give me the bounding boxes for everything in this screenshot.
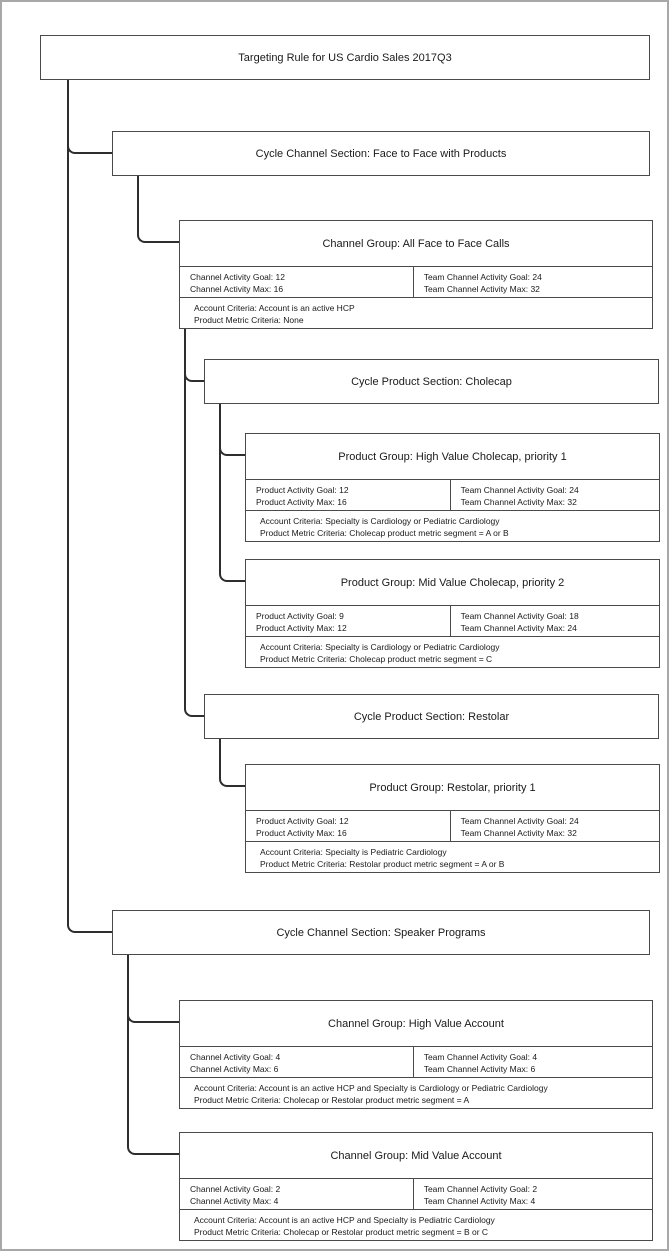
team-stats-cell: Team Channel Activity Goal: 24 Team Chan… [449, 811, 659, 841]
node-channel-group-mid-value-account: Channel Group: Mid Value Account Channel… [179, 1132, 653, 1241]
node-targeting-rule: Targeting Rule for US Cardio Sales 2017Q… [40, 35, 650, 80]
account-criteria: Account Criteria: Specialty is Cardiolog… [260, 642, 500, 652]
account-criteria: Account Criteria: Account is an active H… [194, 303, 355, 313]
team-activity-goal: Team Channel Activity Goal: 24 [423, 272, 542, 282]
group-stats-row: Channel Activity Goal: 4 Channel Activit… [180, 1046, 652, 1077]
cycle-channel-section-f2f-title: Cycle Channel Section: Face to Face with… [255, 147, 507, 160]
team-activity-max: Team Channel Activity Max: 32 [423, 284, 540, 294]
activity-max: Channel Activity Max: 4 [190, 1196, 279, 1206]
group-stats-row: Product Activity Goal: 12 Product Activi… [246, 810, 659, 841]
group-criteria-row: Account Criteria: Account is an active H… [180, 1077, 652, 1108]
group-title: Product Group: Restolar, priority 1 [369, 781, 536, 794]
node-product-group-restolar: Product Group: Restolar, priority 1 Prod… [245, 764, 660, 873]
group-title: Channel Group: High Value Account [328, 1017, 504, 1030]
account-criteria: Account Criteria: Specialty is Cardiolog… [260, 516, 500, 526]
node-channel-group-high-value-account: Channel Group: High Value Account Channe… [179, 1000, 653, 1109]
node-product-group-mid-value-cholecap: Product Group: Mid Value Cholecap, prior… [245, 559, 660, 668]
group-stats-row: Channel Activity Goal: 12 Channel Activi… [180, 266, 652, 297]
node-cycle-channel-section-speaker: Cycle Channel Section: Speaker Programs [112, 910, 650, 955]
product-metric-criteria: Product Metric Criteria: Restolar produc… [260, 859, 505, 869]
group-title: Product Group: Mid Value Cholecap, prior… [340, 576, 565, 589]
node-product-group-high-value-cholecap: Product Group: High Value Cholecap, prio… [245, 433, 660, 542]
team-stats-cell: Team Channel Activity Goal: 24 Team Chan… [412, 267, 652, 297]
group-criteria-row: Account Criteria: Specialty is Cardiolog… [246, 636, 659, 667]
activity-max: Product Activity Max: 12 [256, 623, 347, 633]
group-criteria-row: Account Criteria: Account is an active H… [180, 1209, 652, 1240]
group-stats-row: Product Activity Goal: 12 Product Activi… [246, 479, 659, 510]
team-stats-cell: Team Channel Activity Goal: 18 Team Chan… [449, 606, 659, 636]
team-stats-cell: Team Channel Activity Goal: 2 Team Chann… [412, 1179, 652, 1209]
activity-max: Channel Activity Max: 6 [190, 1064, 279, 1074]
product-metric-criteria: Product Metric Criteria: Cholecap or Res… [194, 1095, 470, 1105]
group-stats-row: Product Activity Goal: 9 Product Activit… [246, 605, 659, 636]
cycle-product-section-restolar-title: Cycle Product Section: Restolar [353, 710, 510, 723]
connector-root-to-speaker-section [67, 80, 112, 933]
account-criteria: Account Criteria: Account is an active H… [194, 1215, 495, 1225]
node-channel-group-all-f2f: Channel Group: All Face to Face Calls Ch… [179, 220, 653, 329]
product-metric-criteria: Product Metric Criteria: None [194, 315, 304, 325]
targeting-rule-title: Targeting Rule for US Cardio Sales 2017Q… [238, 51, 452, 64]
activity-goal: Channel Activity Goal: 4 [190, 1052, 281, 1062]
node-cycle-channel-section-f2f: Cycle Channel Section: Face to Face with… [112, 131, 650, 176]
team-activity-goal: Team Channel Activity Goal: 24 [460, 816, 579, 826]
team-activity-max: Team Channel Activity Max: 6 [423, 1064, 536, 1074]
activity-goal: Product Activity Goal: 12 [256, 485, 349, 495]
team-activity-goal: Team Channel Activity Goal: 2 [423, 1184, 538, 1194]
product-metric-criteria: Product Metric Criteria: Cholecap produc… [260, 654, 493, 664]
account-criteria: Account Criteria: Account is an active H… [194, 1083, 548, 1093]
team-activity-goal: Team Channel Activity Goal: 24 [460, 485, 579, 495]
activity-goal: Product Activity Goal: 12 [256, 816, 349, 826]
activity-stats-cell: Channel Activity Goal: 12 Channel Activi… [180, 267, 413, 297]
team-activity-max: Team Channel Activity Max: 24 [460, 623, 577, 633]
activity-max: Product Activity Max: 16 [256, 497, 347, 507]
group-title: Channel Group: Mid Value Account [330, 1149, 502, 1162]
connector-allf2f-to-restolar-section [184, 327, 204, 717]
activity-stats-cell: Channel Activity Goal: 4 Channel Activit… [180, 1047, 413, 1077]
account-criteria: Account Criteria: Specialty is Pediatric… [260, 847, 447, 857]
activity-stats-cell: Product Activity Goal: 12 Product Activi… [246, 811, 450, 841]
activity-goal: Product Activity Goal: 9 [256, 611, 344, 621]
group-criteria-row: Account Criteria: Specialty is Pediatric… [246, 841, 659, 872]
group-criteria-row: Account Criteria: Specialty is Cardiolog… [246, 510, 659, 541]
cycle-product-section-cholecap-title: Cycle Product Section: Cholecap [351, 375, 512, 388]
product-metric-criteria: Product Metric Criteria: Cholecap produc… [260, 528, 509, 538]
activity-goal: Channel Activity Goal: 12 [190, 272, 285, 282]
team-activity-max: Team Channel Activity Max: 4 [423, 1196, 536, 1206]
connector-speaker-to-midvalue-account [127, 955, 179, 1155]
group-title: Channel Group: All Face to Face Calls [322, 237, 510, 250]
activity-stats-cell: Product Activity Goal: 12 Product Activi… [246, 480, 450, 510]
product-metric-criteria: Product Metric Criteria: Cholecap or Res… [194, 1227, 489, 1237]
team-activity-goal: Team Channel Activity Goal: 18 [460, 611, 579, 621]
team-stats-cell: Team Channel Activity Goal: 4 Team Chann… [412, 1047, 652, 1077]
team-activity-max: Team Channel Activity Max: 32 [460, 828, 577, 838]
node-cycle-product-section-cholecap: Cycle Product Section: Cholecap [204, 359, 659, 404]
node-cycle-product-section-restolar: Cycle Product Section: Restolar [204, 694, 659, 739]
team-stats-cell: Team Channel Activity Goal: 24 Team Chan… [449, 480, 659, 510]
team-activity-max: Team Channel Activity Max: 32 [460, 497, 577, 507]
activity-max: Product Activity Max: 16 [256, 828, 347, 838]
activity-stats-cell: Product Activity Goal: 9 Product Activit… [246, 606, 450, 636]
group-stats-row: Channel Activity Goal: 2 Channel Activit… [180, 1178, 652, 1209]
activity-goal: Channel Activity Goal: 2 [190, 1184, 281, 1194]
connector-restolar-to-restolar-group [219, 739, 245, 787]
connector-f2f-to-allf2f-group [137, 176, 179, 243]
activity-max: Channel Activity Max: 16 [190, 284, 284, 294]
group-title: Product Group: High Value Cholecap, prio… [338, 450, 567, 463]
activity-stats-cell: Channel Activity Goal: 2 Channel Activit… [180, 1179, 413, 1209]
cycle-channel-section-speaker-title: Cycle Channel Section: Speaker Programs [276, 926, 486, 939]
connector-cholecap-to-midvalue-group [219, 404, 245, 582]
group-criteria-row: Account Criteria: Account is an active H… [180, 297, 652, 328]
team-activity-goal: Team Channel Activity Goal: 4 [423, 1052, 538, 1062]
